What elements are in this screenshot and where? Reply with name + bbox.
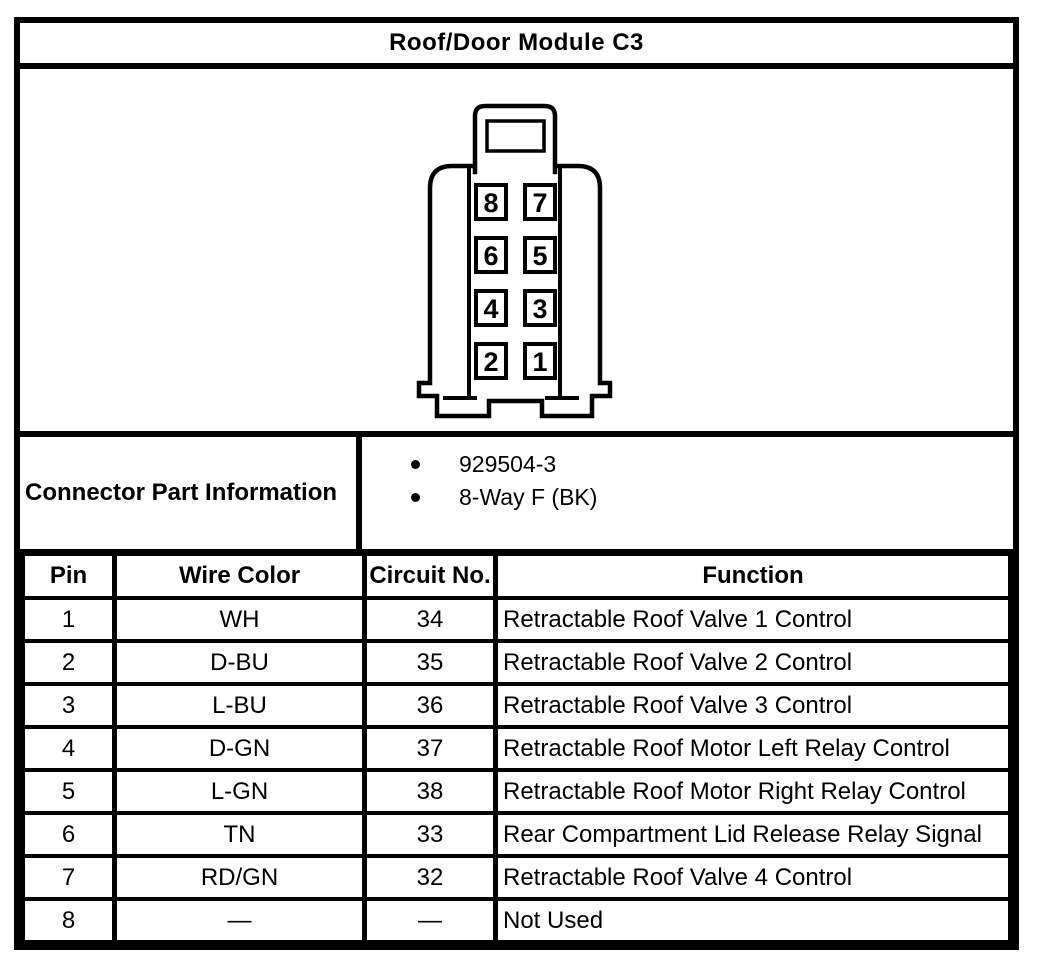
wire-color-cell: L-BU: [112, 682, 367, 729]
wire-color-cell: —: [112, 897, 367, 944]
pin-cell: 6: [20, 811, 117, 858]
connector-diagram: 8 7 6 5 4 3 2 1: [416, 103, 612, 419]
circuit-cell: 34: [362, 596, 498, 643]
pin-number-label: 6: [483, 241, 498, 271]
header-row: Pin Wire Color Circuit No. Function: [20, 552, 1013, 600]
function-cell: Retractable Roof Valve 3 Control: [493, 682, 1013, 729]
part-type: 8-Way F (BK): [459, 484, 598, 510]
function-cell: Retractable Roof Motor Left Relay Contro…: [493, 725, 1013, 772]
function-header: Function: [493, 552, 1013, 600]
function-cell: Retractable Roof Valve 2 Control: [493, 639, 1013, 686]
circuit-cell: 33: [362, 811, 498, 858]
part-info-row: Connector Part Information 929504-3 8-Wa…: [20, 437, 1013, 552]
figure-title: Roof/Door Module C3: [20, 23, 1013, 69]
bullet-icon: [411, 460, 420, 469]
pin-cavity-5: [522, 236, 557, 274]
pin-cell: 8: [20, 897, 117, 944]
circuit-cell: 36: [362, 682, 498, 729]
connector-diagram-area: 8 7 6 5 4 3 2 1: [20, 69, 1013, 437]
circuit-cell: 35: [362, 639, 498, 686]
function-cell: Retractable Roof Motor Right Relay Contr…: [493, 768, 1013, 815]
function-cell: Not Used: [493, 897, 1013, 944]
function-cell: Retractable Roof Valve 1 Control: [493, 596, 1013, 643]
pin-cell: 2: [20, 639, 117, 686]
bullet-icon: [411, 493, 420, 502]
latch-window: [484, 119, 546, 153]
wire-color-cell: D-BU: [112, 639, 367, 686]
pin-cavity-7: [522, 183, 557, 221]
part-type-item: 8-Way F (BK): [362, 481, 1013, 514]
pin-cell: 1: [20, 596, 117, 643]
wire-color-cell: D-GN: [112, 725, 367, 772]
part-info-values: 929504-3 8-Way F (BK): [362, 437, 1013, 549]
function-cell: Rear Compartment Lid Release Relay Signa…: [493, 811, 1013, 858]
pin-cell: 5: [20, 768, 117, 815]
pin-number-label: 5: [532, 241, 547, 271]
pin-number-label: 7: [532, 188, 547, 218]
pin-number-label: 8: [483, 188, 498, 218]
wire-color-cell: WH: [112, 596, 367, 643]
wire-color-cell: RD/GN: [112, 854, 367, 901]
pin-cavity-8: [473, 183, 508, 221]
wire-color-cell: L-GN: [112, 768, 367, 815]
wire-color-cell: TN: [112, 811, 367, 858]
pin-cavity-6: [473, 236, 508, 274]
pin-number-label: 2: [483, 347, 498, 377]
pin-cavity-4: [473, 289, 508, 327]
pin-number-label: 3: [532, 294, 547, 324]
circuit-cell: 32: [362, 854, 498, 901]
pin-cell: 3: [20, 682, 117, 729]
pin-grid: 8 7 6 5 4 3 2 1: [473, 183, 557, 380]
pin-header: Pin: [20, 552, 117, 600]
connector-body-outline: [416, 163, 612, 419]
part-number: 929504-3: [459, 451, 557, 477]
pin-number-label: 1: [532, 347, 547, 377]
circuit-cell: —: [362, 897, 498, 944]
pin-number-label: 4: [483, 294, 498, 324]
wire-color-header: Wire Color: [112, 552, 367, 600]
pin-cavity-3: [522, 289, 557, 327]
pin-cell: 4: [20, 725, 117, 772]
pin-cavity-1: [522, 342, 557, 380]
circuit-cell: 38: [362, 768, 498, 815]
pin-cell: 7: [20, 854, 117, 901]
circuit-cell: 37: [362, 725, 498, 772]
circuit-header: Circuit No.: [362, 552, 498, 600]
pin-cavity-2: [473, 342, 508, 380]
table-row: 8——Not Used: [20, 897, 1013, 944]
part-info-label: Connector Part Information: [20, 437, 362, 549]
function-cell: Retractable Roof Valve 4 Control: [493, 854, 1013, 901]
part-number-item: 929504-3: [362, 448, 1013, 481]
